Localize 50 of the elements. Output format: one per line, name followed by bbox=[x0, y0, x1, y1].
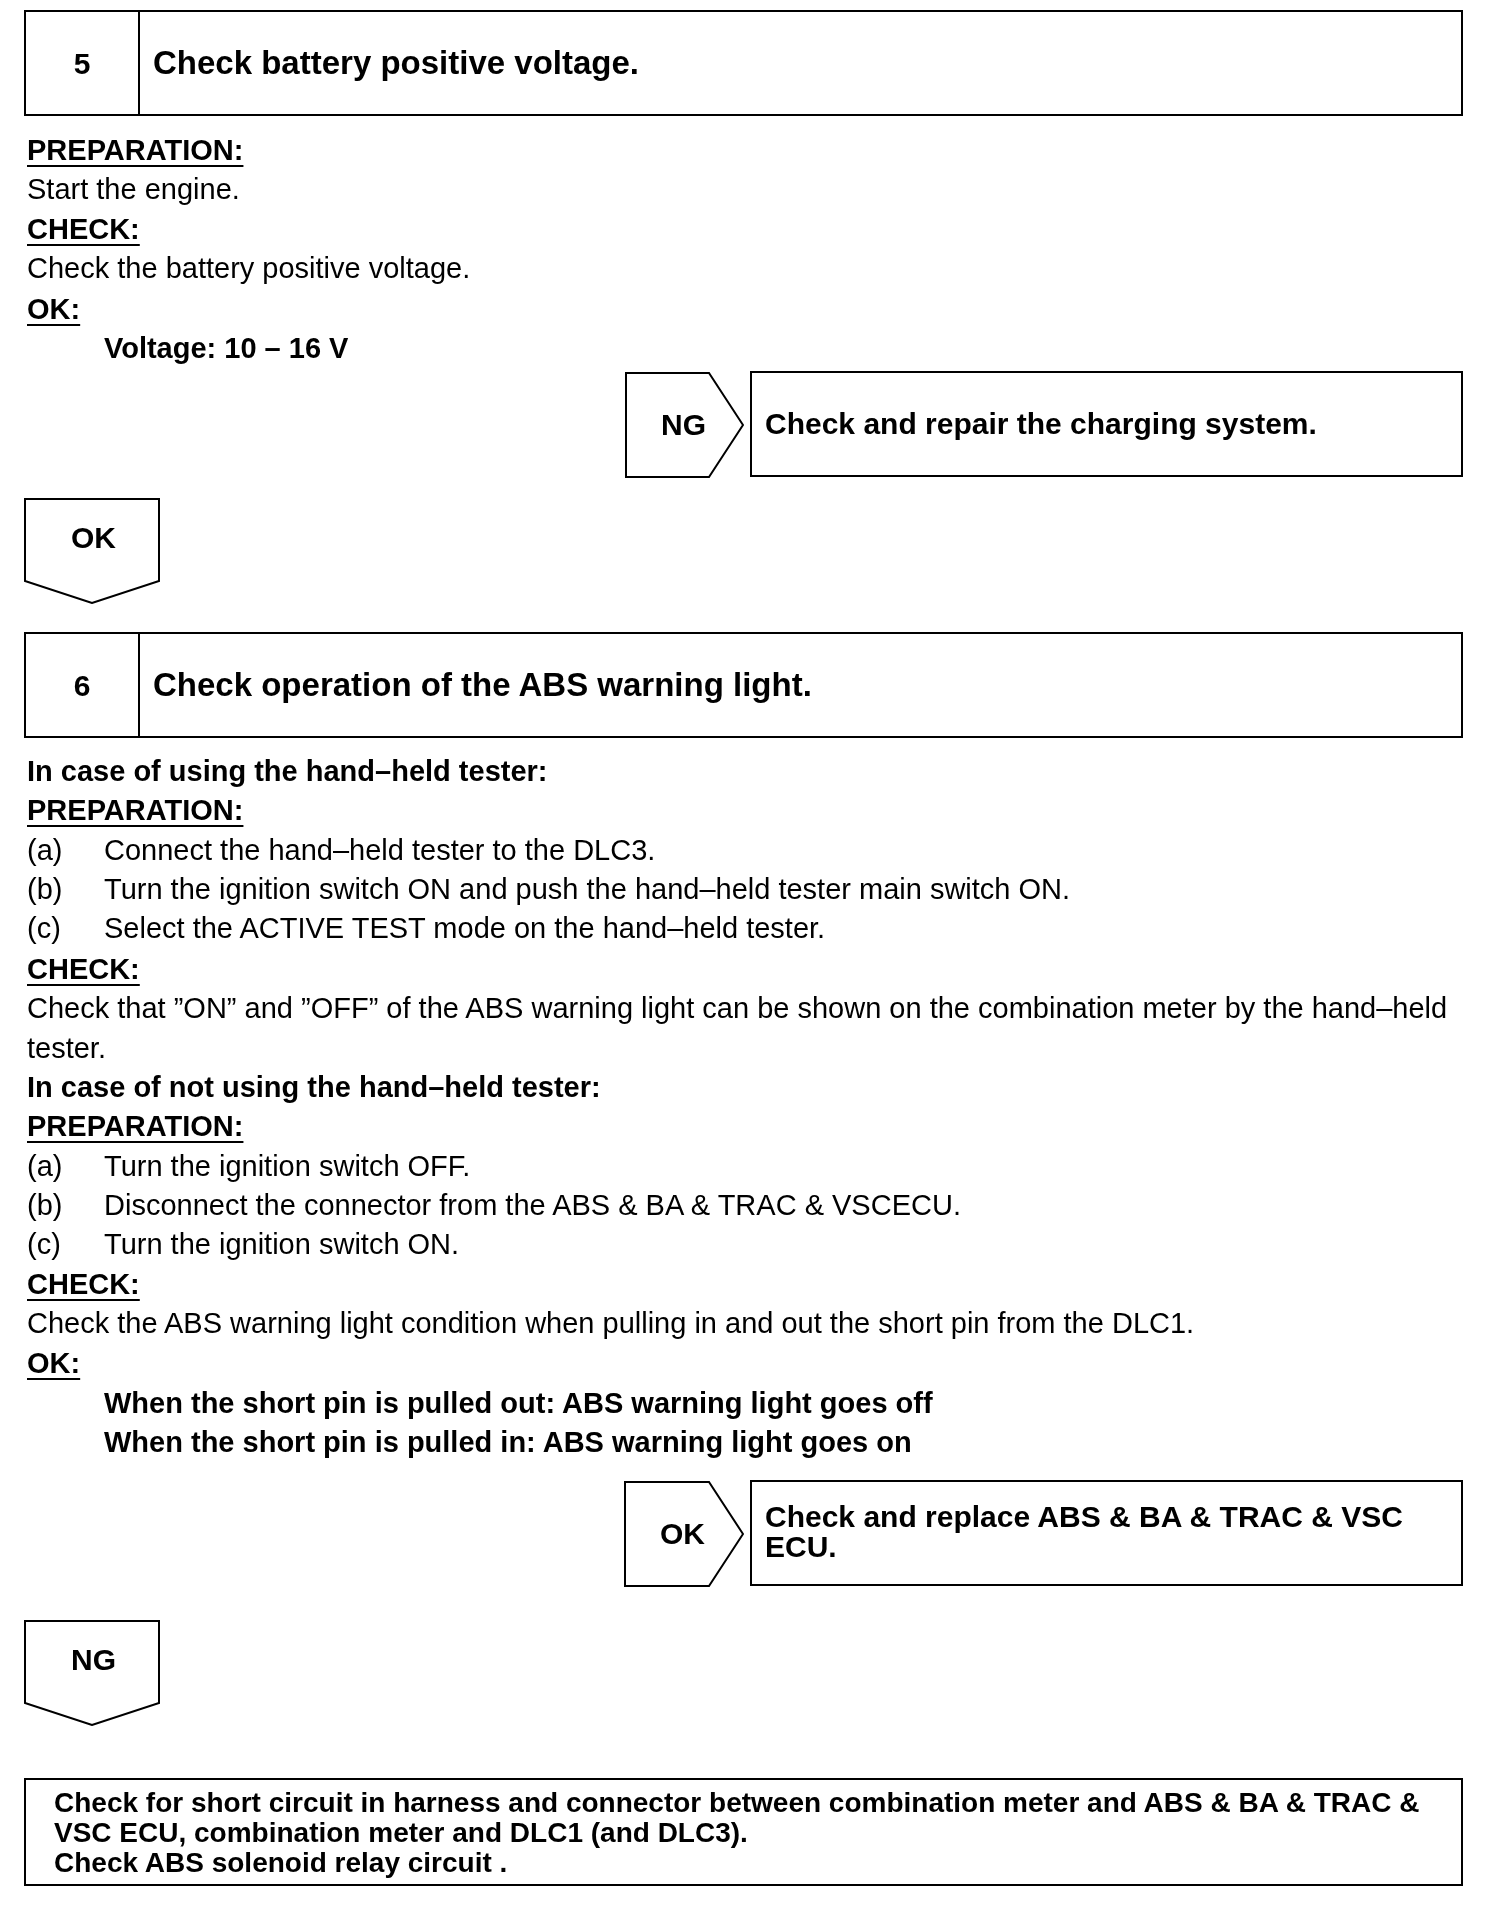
action-text: Check and replace ABS & BA & TRAC & VSC ECU. bbox=[765, 1502, 1404, 1562]
action-text: Check ABS solenoid relay circuit . bbox=[54, 1848, 509, 1878]
list-marker: (a) bbox=[27, 833, 63, 868]
instruction-text: Check the battery positive voltage. bbox=[27, 251, 471, 286]
action-text: Check and repair the charging system. bbox=[765, 408, 1317, 440]
step-header-box bbox=[24, 632, 1463, 738]
section-heading: CHECK: bbox=[27, 952, 140, 987]
list-item-text: Turn the ignition switch ON. bbox=[104, 1227, 460, 1262]
condition-heading: In case of not using the hand–held tester: bbox=[27, 1070, 601, 1105]
specification-text: When the short pin is pulled in: ABS warning light goes on bbox=[104, 1425, 912, 1460]
step-number: 5 bbox=[26, 12, 140, 114]
step-title: Check battery positive voltage. bbox=[153, 43, 639, 83]
action-box bbox=[750, 371, 1463, 477]
list-item-text: Turn the ignition switch OFF. bbox=[104, 1149, 471, 1184]
list-marker: (c) bbox=[27, 911, 61, 946]
list-marker: (b) bbox=[27, 1188, 63, 1223]
list-item-text: Connect the hand–held tester to the DLC3. bbox=[104, 833, 656, 868]
right-chevron bbox=[624, 1481, 744, 1587]
section-heading: PREPARATION: bbox=[27, 133, 244, 168]
list-item-text: Disconnect the connector from the ABS & BA & TRAC & VSCECU. bbox=[104, 1188, 961, 1223]
list-marker: (c) bbox=[27, 1227, 61, 1262]
step-number: 6 bbox=[26, 634, 140, 736]
result-label: OK bbox=[660, 1517, 705, 1551]
action-box bbox=[750, 1480, 1463, 1586]
instruction-text: Check the ABS warning light condition when pulling in and out the short pin from the DLC1. bbox=[27, 1306, 1195, 1341]
list-marker: (a) bbox=[27, 1149, 63, 1184]
down-chevron bbox=[24, 1620, 160, 1726]
specification-text: When the short pin is pulled out: ABS warning light goes off bbox=[104, 1386, 933, 1421]
section-heading: PREPARATION: bbox=[27, 793, 244, 828]
specification-text: Voltage: 10 – 16 V bbox=[104, 331, 349, 366]
result-label: OK bbox=[71, 521, 116, 555]
action-box bbox=[24, 1778, 1463, 1886]
result-label: NG bbox=[661, 408, 706, 442]
step-title: Check operation of the ABS warning light. bbox=[153, 665, 812, 705]
list-marker: (b) bbox=[27, 872, 63, 907]
step-header-box bbox=[24, 10, 1463, 116]
condition-heading: In case of using the hand–held tester: bbox=[27, 754, 548, 789]
section-heading: OK: bbox=[27, 1346, 81, 1381]
instruction-text: Check that ”ON” and ”OFF” of the ABS warning light can be shown on the combination meter by the hand–held tester. bbox=[27, 991, 1449, 1066]
result-label: NG bbox=[71, 1643, 116, 1677]
section-heading: OK: bbox=[27, 292, 81, 327]
list-item-text: Select the ACTIVE TEST mode on the hand–held tester. bbox=[104, 911, 826, 946]
instruction-text: Start the engine. bbox=[27, 172, 240, 207]
list-item-text: Turn the ignition switch ON and push the hand–held tester main switch ON. bbox=[104, 872, 1071, 907]
right-chevron bbox=[625, 372, 744, 478]
action-text: Check for short circuit in harness and connector between combination meter and ABS & BA & TRAC & VSC ECU, combination meter and DLC1 (and DLC3). bbox=[54, 1788, 1421, 1848]
section-heading: CHECK: bbox=[27, 212, 140, 247]
section-heading: CHECK: bbox=[27, 1267, 140, 1302]
down-chevron bbox=[24, 498, 160, 604]
section-heading: PREPARATION: bbox=[27, 1109, 244, 1144]
